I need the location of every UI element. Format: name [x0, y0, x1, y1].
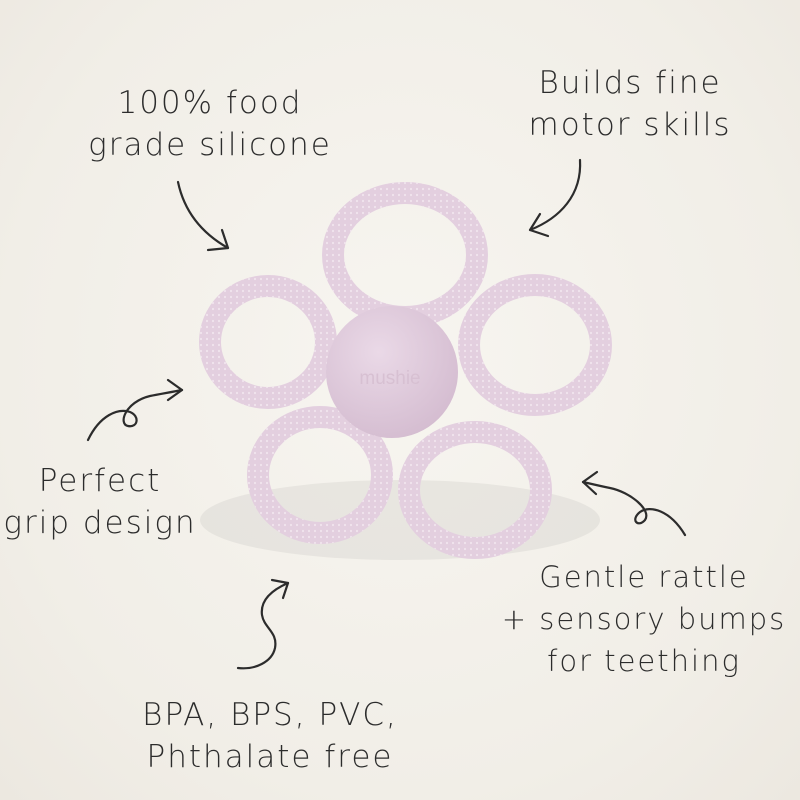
flower-teether-icon: mushie — [199, 182, 612, 559]
callout-line: grade silicone — [88, 127, 332, 163]
arrow-icon — [86, 378, 184, 442]
callout-gentle-rattle: Gentle rattle + sensory bumps for teethi… — [488, 556, 800, 682]
callout-grip-design: Perfect grip design — [0, 460, 200, 544]
petal-top — [322, 182, 488, 328]
petal-bottom-left — [247, 406, 393, 544]
callout-bpa-free: BPA, BPS, PVC, Phthalate free — [110, 694, 430, 778]
callout-fine-motor-skills: Builds fine motor skills — [500, 62, 760, 146]
callout-line: Gentle rattle — [539, 560, 749, 594]
arrow-icon — [176, 180, 230, 252]
arrow-icon — [236, 578, 290, 670]
callout-line: Perfect — [38, 463, 162, 499]
callout-line: Phthalate free — [146, 739, 394, 775]
petal-right — [458, 274, 612, 416]
petal-bottom-right — [398, 421, 552, 559]
teether-center — [326, 306, 458, 438]
callout-line: for teething — [547, 644, 741, 678]
callout-line: + sensory bumps — [501, 602, 787, 636]
arrow-icon — [581, 470, 687, 537]
brand-mark: mushie — [359, 368, 420, 389]
callout-line: grip design — [3, 505, 197, 541]
petal-left — [199, 275, 337, 409]
callout-line: Builds fine — [538, 65, 722, 101]
callout-food-grade-silicone: 100% food grade silicone — [70, 82, 350, 166]
arrow-icon — [528, 158, 582, 238]
callout-line: motor skills — [528, 107, 732, 143]
callout-line: BPA, BPS, PVC, — [142, 697, 398, 733]
callout-line: 100% food — [117, 85, 303, 121]
